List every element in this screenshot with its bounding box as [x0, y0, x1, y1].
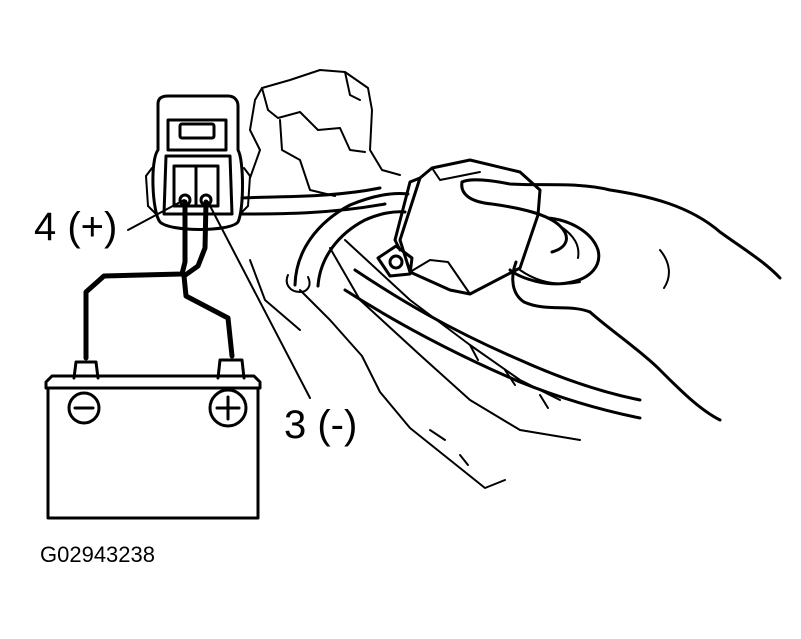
test-leads: [83, 199, 235, 361]
hand: [460, 178, 782, 422]
battery: [44, 358, 262, 520]
relay: [376, 158, 542, 296]
minus-icon: [67, 391, 101, 425]
pin3-label: 3 (-): [284, 403, 357, 447]
pin4-label: 4 (+): [34, 205, 117, 249]
plus-icon: [208, 388, 248, 428]
hose: [293, 192, 642, 420]
connector: [145, 94, 387, 231]
positive-post: [216, 358, 246, 380]
callout-line-pin4: [127, 199, 185, 231]
lead-pin4: [83, 199, 188, 361]
negative-post: [72, 360, 100, 380]
callout-line-pin3: [207, 201, 311, 399]
lead-pin3: [181, 199, 235, 359]
figure-id: G02943238: [40, 542, 155, 567]
